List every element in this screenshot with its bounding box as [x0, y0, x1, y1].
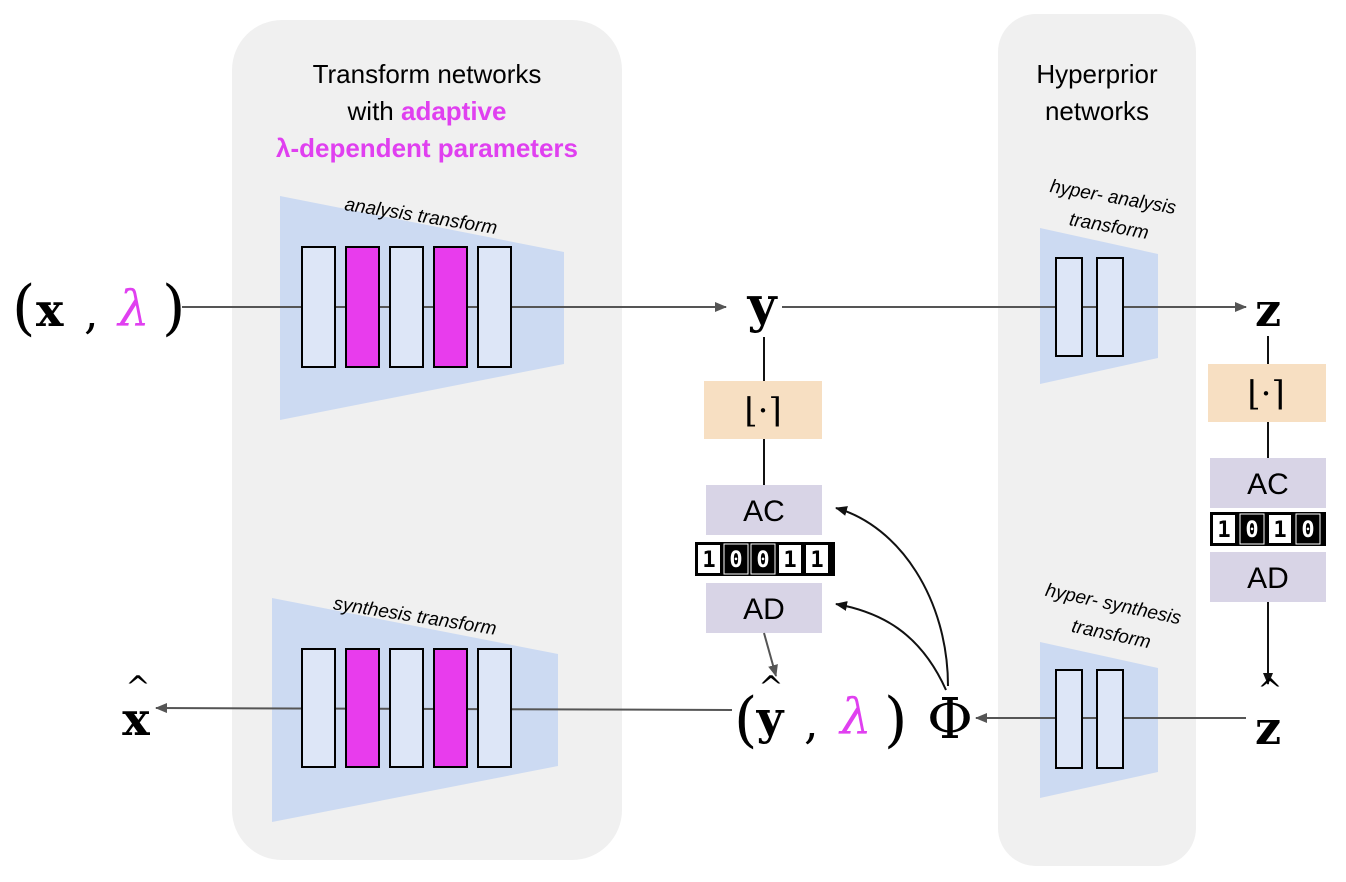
bit-cell	[804, 543, 830, 575]
synthesis-transform: synthesis transform	[155, 593, 733, 822]
bit-cell	[777, 543, 803, 575]
decoder-input-symbol: ( ^ y , λ )	[734, 670, 907, 755]
analysis-layer-3	[389, 246, 424, 368]
phi-to-ac-arrow	[835, 506, 949, 687]
input-open-paren: (	[12, 273, 35, 343]
bit-value: 0	[1301, 518, 1314, 543]
bit-cell	[1267, 513, 1293, 545]
hyper-analysis-layer-1	[1055, 257, 1083, 357]
input-lambda: λ	[116, 280, 150, 338]
z-quantizer-box	[1208, 364, 1326, 422]
hyperprior-panel-title-line1: Hyperprior	[1036, 59, 1158, 89]
z-ad-label: AD	[1247, 562, 1289, 595]
y-bitstream: 1 0 0 1 1	[695, 542, 835, 576]
y-hat-letter: y	[756, 691, 785, 745]
hyper-analysis-layer-2	[1096, 257, 1124, 357]
y-quantizer-box	[704, 381, 822, 439]
yhat-open-paren: (	[734, 685, 757, 755]
hyperlatent-z-hat: ^ z	[1255, 673, 1283, 755]
y-ad-label: AD	[743, 593, 785, 626]
synthesis-layer-4-adaptive	[433, 648, 468, 768]
synthesis-layer-5	[477, 648, 512, 768]
y-ac-box	[706, 485, 822, 535]
adaptive-highlight: adaptive	[401, 96, 507, 126]
synthesis-layer-1	[301, 648, 336, 768]
transform-panel-title-line1: Transform networks	[313, 59, 542, 89]
transform-panel-title-line2: with adaptive	[347, 96, 507, 126]
input-close-paren: )	[162, 273, 185, 343]
reconstruction-x-hat: ^ x	[122, 670, 150, 746]
bit-value: 0	[729, 548, 742, 573]
bit-value: 1	[1217, 518, 1230, 543]
hyper-synthesis-layer-2	[1096, 669, 1124, 769]
x-hat-accent: ^	[125, 670, 150, 705]
yhat-lambda: λ	[838, 688, 872, 746]
synthesis-layer-3	[389, 648, 424, 768]
bit-cell	[1239, 513, 1265, 545]
bit-cell	[750, 543, 776, 575]
bit-value: 0	[1245, 518, 1258, 543]
input-symbol: ( x , λ )	[12, 273, 185, 343]
transform-panel-title-line3: λ-dependent parameters	[276, 133, 578, 163]
synthesis-layer-2-adaptive	[345, 648, 380, 768]
input-x: x	[36, 283, 64, 337]
bit-value: 1	[810, 548, 823, 573]
analysis-layer-2-adaptive	[345, 246, 380, 368]
hyperlatent-z: z	[1255, 283, 1281, 337]
hyperprior-panel-title-line2: networks	[1045, 96, 1149, 126]
ad-to-yhat-line	[763, 632, 778, 677]
phi-to-ad-arrow	[835, 601, 947, 691]
z-hat-letter: z	[1255, 701, 1281, 755]
y-ad-box	[706, 583, 822, 633]
z-ac-label: AC	[1247, 468, 1289, 501]
bit-value: 1	[1273, 518, 1286, 543]
bit-cell	[696, 543, 722, 575]
y-coding-column: ⌊·⌉ AC 1 0 0 1 1 AD	[695, 337, 835, 677]
z-hat-accent: ^	[1257, 673, 1282, 708]
entropy-params-phi: Φ	[927, 687, 973, 752]
y-hat-accent: ^	[758, 670, 783, 705]
bit-value: 1	[783, 548, 796, 573]
y-quantizer-symbol: ⌊·⌉	[744, 391, 781, 431]
input-comma: ,	[84, 285, 99, 339]
z-ac-box	[1210, 458, 1326, 508]
z-coding-column: ⌊·⌉ AC 1 0 1 0 AD	[1208, 336, 1326, 685]
bit-value: 0	[756, 548, 769, 573]
yhat-comma: ,	[804, 695, 819, 749]
bit-value: 1	[702, 548, 715, 573]
x-hat-letter: x	[122, 692, 150, 746]
hyper-synthesis-layer-1	[1055, 669, 1083, 769]
bit-cell	[723, 543, 749, 575]
latent-y: y	[746, 275, 778, 334]
z-bitstream: 1 0 1 0	[1210, 512, 1326, 546]
z-ad-box	[1210, 552, 1326, 602]
analysis-layer-4-adaptive	[433, 246, 468, 368]
bit-cell	[1295, 513, 1321, 545]
bit-cell	[1211, 513, 1237, 545]
yhat-close-paren: )	[884, 685, 907, 755]
y-ac-label: AC	[743, 495, 785, 528]
z-quantizer-symbol: ⌊·⌉	[1247, 374, 1284, 414]
analysis-layer-1	[301, 246, 336, 368]
analysis-layer-5	[477, 246, 512, 368]
